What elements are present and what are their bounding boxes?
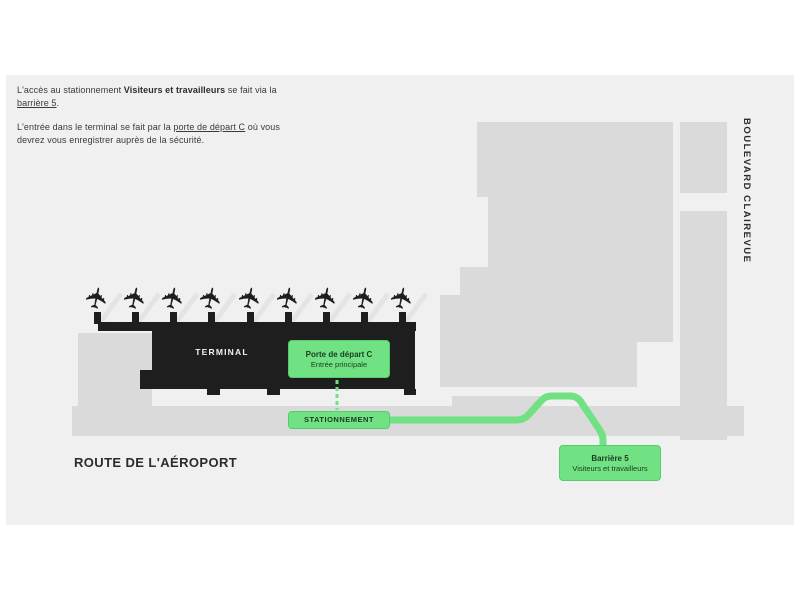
boulevard-clairevue-label: BOULEVARD CLAIREVUE [741, 118, 752, 264]
departure-gate-c-link[interactable]: porte de départ C [173, 122, 246, 132]
gate-stub [132, 312, 139, 324]
departure-gate-c-marker: Porte de départ C Entrée principale [288, 340, 390, 378]
airplane-icon: ✈ [268, 282, 308, 314]
airplane-icon: ✈ [344, 282, 384, 314]
airplane-icon: ✈ [306, 282, 346, 314]
intro-text: L'accès au stationnement Visiteurs et tr… [17, 84, 289, 158]
gate-stub [323, 312, 330, 324]
gate-stub [170, 312, 177, 324]
intro-paragraph-terminal: L'entrée dans le terminal se fait par la… [17, 121, 289, 147]
access-route-path [386, 392, 607, 450]
gate-stub [94, 312, 101, 324]
airplane-icon: ✈ [115, 282, 155, 314]
airplane-icon: ✈ [77, 282, 117, 314]
barrier-marker-subtitle: Visiteurs et travailleurs [572, 464, 648, 473]
airplane-icon: ✈ [382, 282, 422, 314]
route-de-laeroport-label: ROUTE DE L'AÉROPORT [74, 455, 238, 470]
gate-marker-subtitle: Entrée principale [310, 360, 368, 369]
airport-road-bump [452, 396, 540, 410]
gate-stub [361, 312, 368, 324]
airplane-icon: ✈ [230, 282, 270, 314]
gate-marker-title: Porte de départ C [305, 350, 373, 359]
intro-p2-text: où vous devrez vous enregistrer auprès d… [17, 122, 280, 145]
boulevard-strip-lower [680, 211, 727, 440]
gate-stub [247, 312, 254, 324]
airplane-icon: ✈ [153, 282, 193, 314]
intro-paragraph-parking: L'accès au stationnement Visiteurs et tr… [17, 84, 289, 110]
airplane-icon: ✈ [191, 282, 231, 314]
barrier-5-link[interactable]: barrière 5 [17, 98, 57, 108]
terminal-label: TERMINAL [195, 347, 249, 357]
gate-stub [208, 312, 215, 324]
gate-stub [285, 312, 292, 324]
jet-bridges [96, 292, 429, 326]
parcel-block [440, 122, 673, 387]
intro-p2-text: L'entrée dans le terminal se fait par la [17, 122, 174, 132]
parking-marker: STATIONNEMENT [288, 411, 390, 429]
gate-stub [399, 312, 406, 324]
intro-p1-text: se fait via la [225, 85, 277, 95]
intro-p1-text: L'accès au stationnement [17, 85, 124, 95]
intro-p1-text: . [56, 98, 60, 108]
boulevard-strip-upper [680, 122, 727, 193]
barrier-marker-title: Barrière 5 [591, 454, 629, 463]
intro-p1-bold: Visiteurs et travailleurs [123, 85, 226, 95]
barrier-5-marker: Barrière 5 Visiteurs et travailleurs [559, 445, 661, 481]
